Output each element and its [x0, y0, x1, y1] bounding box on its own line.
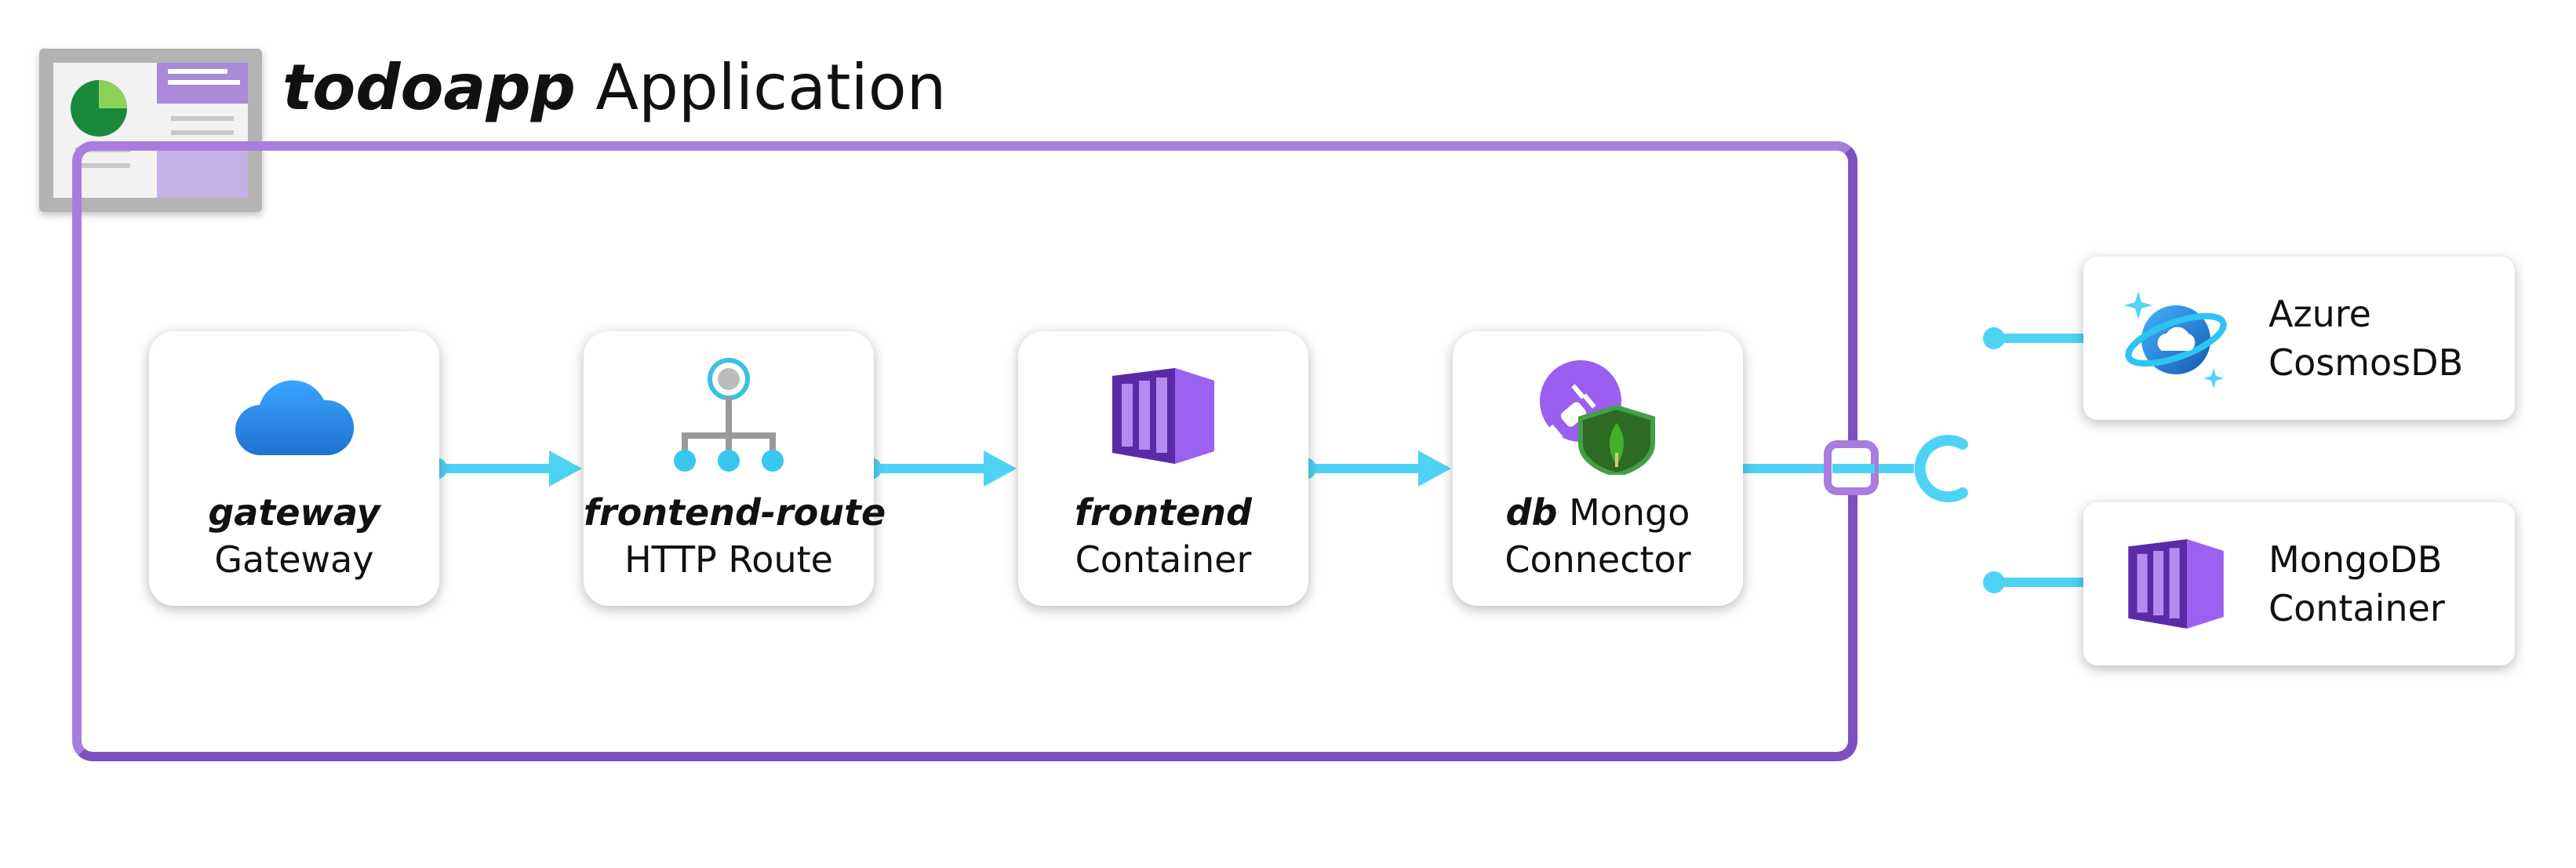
application-suffix: Application	[595, 51, 947, 124]
route-icon	[584, 358, 874, 474]
frontend-name: frontend	[1075, 491, 1252, 534]
frontend-card[interactable]: frontend Container	[1018, 331, 1308, 606]
gateway-card[interactable]: gateway Gateway	[149, 331, 439, 606]
db-type: Connector	[1504, 538, 1691, 581]
application-frame	[72, 141, 1857, 761]
container-icon	[2121, 529, 2231, 639]
mongodb-line1: MongoDB	[2269, 538, 2443, 581]
cosmosdb-line2: CosmosDB	[2269, 341, 2464, 384]
container-icon	[1018, 358, 1308, 474]
db-type-inline: Mongo	[1569, 491, 1690, 534]
db-title-line: db Mongo	[1453, 491, 1743, 534]
cosmosdb-card[interactable]: Azure CosmosDB	[2083, 257, 2515, 420]
arrowhead-icon	[549, 450, 582, 487]
mongodb-container-card[interactable]: MongoDB Container	[2083, 502, 2515, 666]
mongodb-line2: Container	[2269, 587, 2445, 629]
cosmosdb-label: Azure CosmosDB	[2269, 290, 2463, 387]
route-name: frontend-route	[584, 491, 886, 534]
application-title: todoapp Application	[282, 49, 946, 127]
route-type: HTTP Route	[624, 538, 833, 581]
arrowhead-icon	[1418, 450, 1451, 487]
gateway-name: gateway	[208, 491, 380, 534]
socket-icon	[1914, 435, 1968, 502]
mongodb-label: MongoDB Container	[2269, 535, 2445, 633]
arrowhead-icon	[984, 450, 1017, 487]
cosmosdb-line1: Azure	[2269, 293, 2371, 335]
mongo-connector-icon	[1453, 358, 1743, 475]
application-icon	[39, 49, 262, 212]
db-name: db	[1505, 491, 1558, 534]
cosmosdb-icon	[2121, 283, 2231, 393]
application-name: todoapp	[282, 51, 576, 124]
cloud-icon	[149, 358, 439, 474]
frontend-route-card[interactable]: frontend-route HTTP Route	[584, 331, 886, 606]
gateway-type: Gateway	[214, 538, 374, 581]
frontend-type: Container	[1075, 538, 1252, 581]
db-connector-card[interactable]: db Mongo Connector	[1453, 331, 1743, 606]
